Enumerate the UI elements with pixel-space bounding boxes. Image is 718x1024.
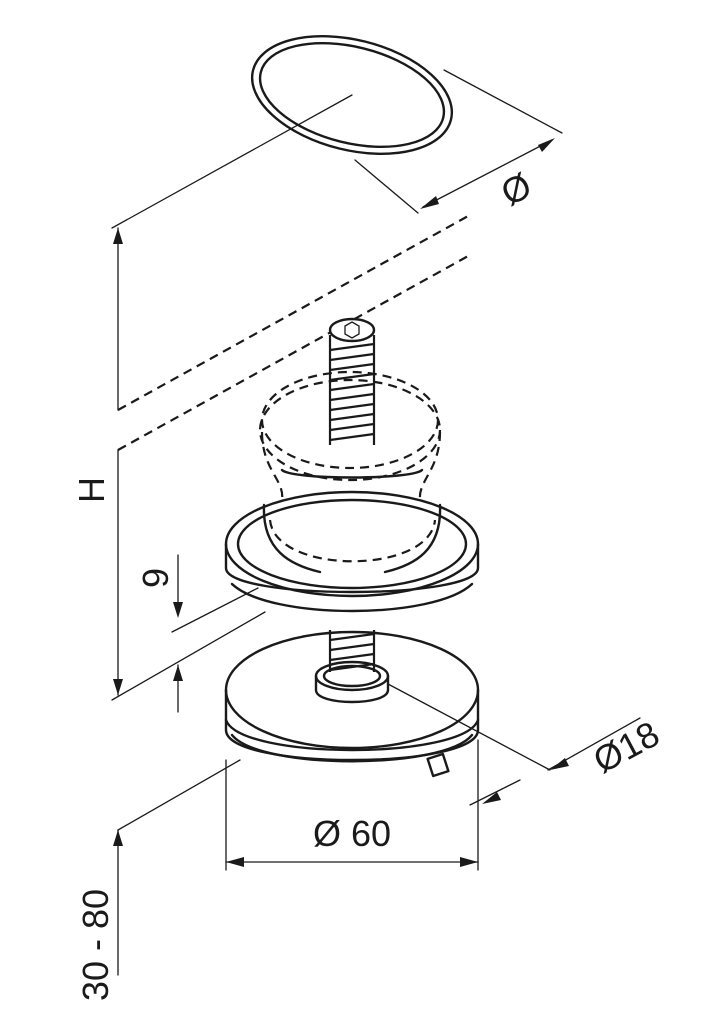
- adjust-range-label: 30 - 80: [75, 889, 116, 1001]
- flange-disc: [224, 490, 480, 613]
- height-reference-lines: [111, 94, 471, 701]
- cover-ring: [250, 35, 454, 155]
- offset-label: 9: [135, 568, 176, 588]
- cover-diameter-label: Ø: [494, 164, 538, 213]
- adjust-range-dimension: [113, 759, 241, 976]
- base-diameter-label: Ø 60: [313, 813, 391, 854]
- base-disc: [224, 630, 480, 778]
- threaded-rod-bottom: [314, 630, 390, 704]
- thread-diameter-label: Ø18: [586, 713, 665, 781]
- cover-diameter-dimension: [354, 69, 563, 214]
- middle-body: [262, 468, 442, 574]
- threaded-rod-top: [328, 317, 376, 445]
- height-label: H: [71, 477, 112, 503]
- offset-dimension: [171, 554, 259, 713]
- socket-dashed: [258, 370, 442, 501]
- base-diameter-dimension: [225, 739, 479, 871]
